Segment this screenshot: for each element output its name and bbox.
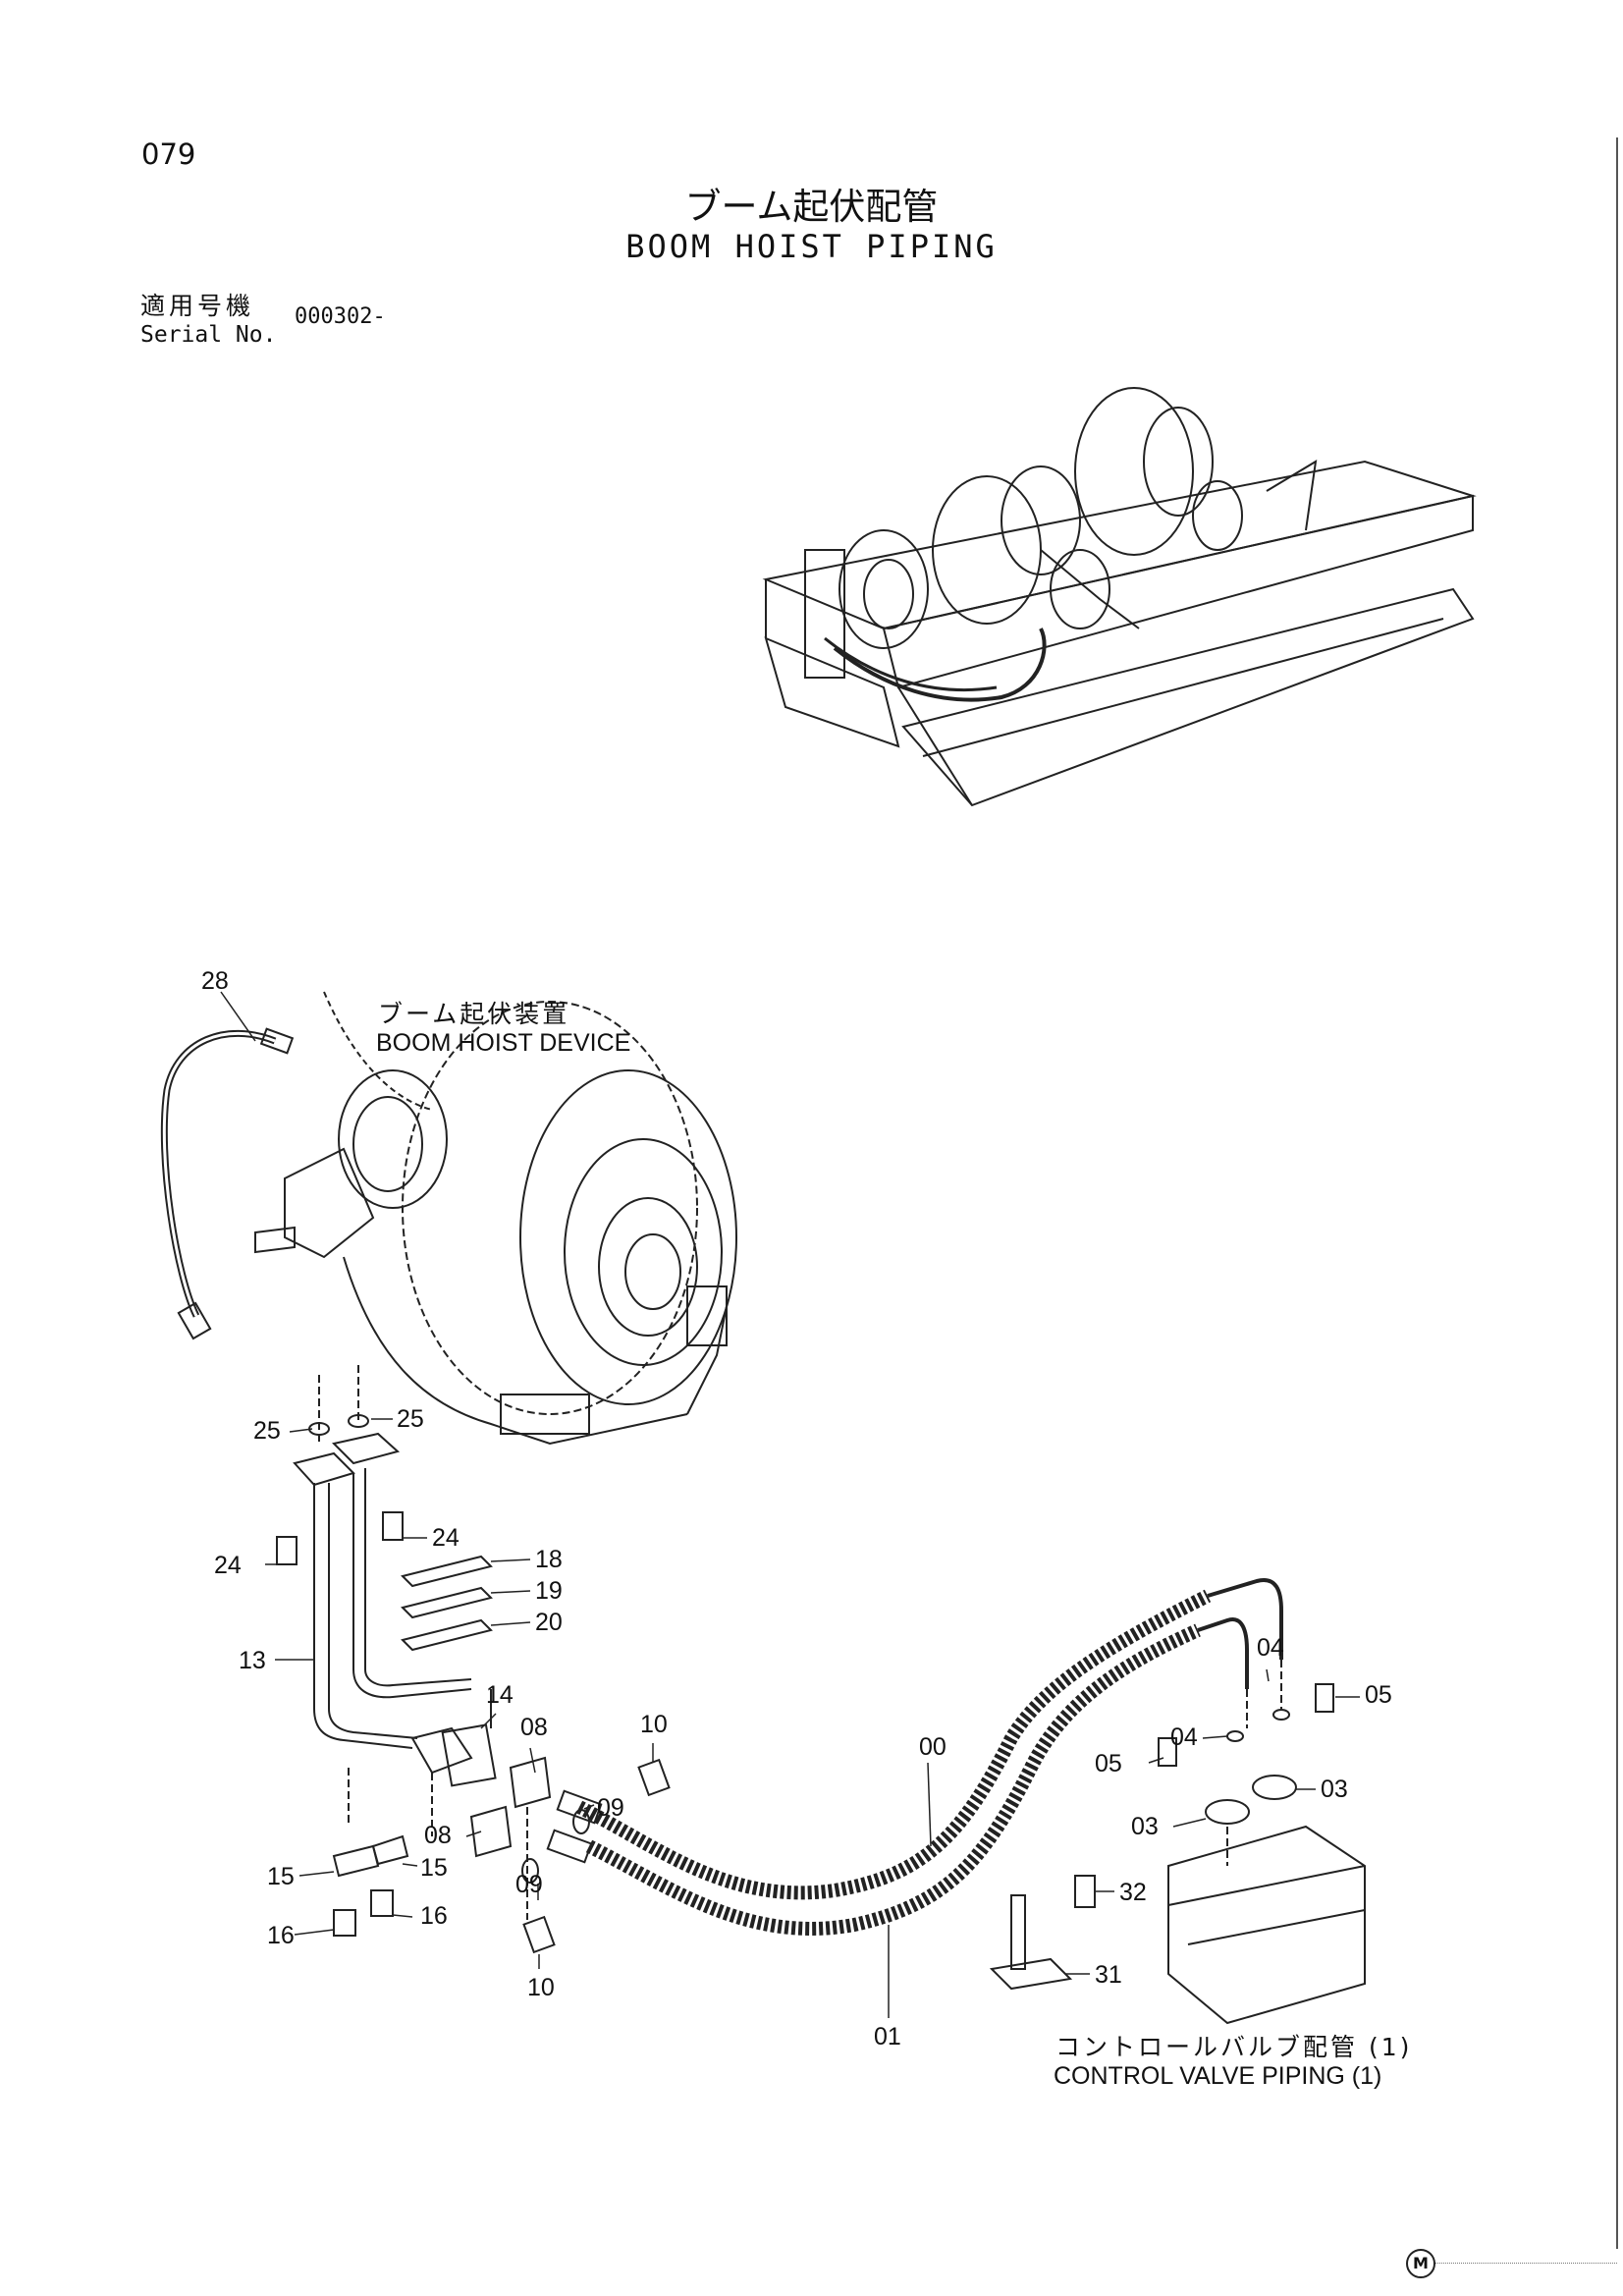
part-number-00: 00	[919, 1733, 947, 1761]
part-number-08-upper: 08	[520, 1714, 548, 1741]
part-number-18: 18	[535, 1546, 563, 1573]
part-number-24-left: 24	[214, 1552, 242, 1579]
serial-label-en: Serial No.	[140, 322, 277, 348]
part-number-09-lower: 09	[515, 1871, 543, 1898]
boom-hoist-device-label-en: BOOM HOIST DEVICE	[376, 1029, 631, 1057]
part-number-19: 19	[535, 1577, 563, 1605]
part-number-13: 13	[239, 1647, 266, 1674]
footer-dotted-line	[1435, 2263, 1617, 2264]
part-number-10-lower: 10	[527, 1974, 555, 2001]
page-title-en: BOOM HOIST PIPING	[625, 228, 998, 265]
part-number-03-left: 03	[1131, 1813, 1159, 1840]
leader-lines	[220, 991, 1360, 2018]
part-number-14: 14	[486, 1681, 514, 1709]
part-number-24-right: 24	[432, 1524, 460, 1552]
part-number-01: 01	[874, 2023, 901, 2050]
page-right-border	[1616, 137, 1618, 2249]
part-number-09-upper: 09	[597, 1794, 624, 1822]
part-number-15-right: 15	[420, 1854, 448, 1882]
part-number-03-right: 03	[1321, 1776, 1348, 1803]
machine-overview-illustration	[762, 387, 1477, 807]
serial-label-jp: 適用号機	[140, 292, 255, 320]
part-number-20: 20	[535, 1609, 563, 1636]
pipe-assembly-13-14	[293, 1365, 497, 1836]
part-number-16-left: 16	[267, 1922, 295, 1949]
hose-28	[160, 1027, 295, 1340]
control-valve-piping-label-en: CONTROL VALVE PIPING (1)	[1054, 2062, 1382, 2090]
part-number-08-lower: 08	[424, 1822, 452, 1849]
control-valve-illustration	[989, 1660, 1366, 2025]
page-title-jp: ブーム起伏配管	[684, 186, 939, 228]
boom-hoist-device-illustration	[254, 991, 737, 1446]
plates-18-19-20	[401, 1555, 493, 1652]
page-number: 079	[141, 137, 196, 171]
part-number-25-left: 25	[253, 1417, 281, 1445]
boom-hoist-device-label-jp: ブーム起伏装置	[378, 1000, 570, 1028]
serial-number: 000302-	[295, 304, 386, 329]
part-number-10-upper: 10	[640, 1711, 668, 1738]
part-number-32: 32	[1119, 1879, 1147, 1906]
part-number-31: 31	[1095, 1961, 1122, 1989]
part-number-16-right: 16	[420, 1902, 448, 1930]
part-number-04-upper: 04	[1257, 1634, 1284, 1662]
part-number-04-lower: 04	[1170, 1723, 1198, 1751]
part-number-25-right: 25	[397, 1405, 424, 1433]
part-number-28: 28	[201, 967, 229, 995]
part-number-05-right: 05	[1365, 1681, 1392, 1709]
part-number-05-left: 05	[1095, 1750, 1122, 1777]
part-number-15-left: 15	[267, 1863, 295, 1890]
control-valve-piping-label-jp: コントロールバルブ配管 (1)	[1055, 2033, 1413, 2061]
hoses-00-01	[546, 1578, 1283, 1936]
small-parts	[276, 1414, 671, 1954]
m-circle-mark: M	[1406, 2249, 1435, 2278]
